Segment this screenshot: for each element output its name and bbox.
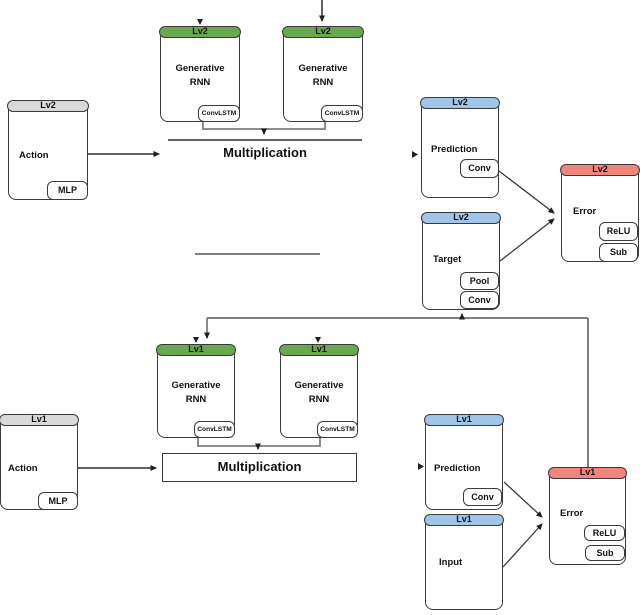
level-badge: Lv1 xyxy=(548,467,627,480)
op-chip-conv: Conv xyxy=(460,159,499,178)
op-chip-convlstm: ConvLSTM xyxy=(194,421,235,438)
op-chip-sub: Sub xyxy=(599,243,638,262)
level-badge: Lv2 xyxy=(421,212,501,225)
level-badge: Lv1 xyxy=(156,344,236,357)
tick-into-rnn-lv1-right xyxy=(315,337,321,343)
level-badge: Lv1 xyxy=(279,344,359,357)
node-title: Input xyxy=(439,557,463,568)
bracket-rnn-lv1 xyxy=(197,438,321,447)
arrow-input-to-error-lv1 xyxy=(502,523,543,568)
tick-into-prediction-lv2 xyxy=(412,151,418,158)
node-error-lv2: Lv2 Error ReLU Sub xyxy=(560,164,640,262)
level-badge: Lv1 xyxy=(424,414,504,427)
level-badge: Lv1 xyxy=(0,414,79,427)
level-badge: Lv2 xyxy=(159,26,241,39)
node-action-lv1: Lv1 Action MLP xyxy=(0,414,79,510)
tick-into-rnn-lv1-left xyxy=(193,337,199,343)
node-generative-rnn-lv2-right: Lv2 Generative RNN ConvLSTM xyxy=(282,26,364,122)
level-badge: Lv2 xyxy=(7,100,89,113)
node-generative-rnn-lv1-left: Lv1 Generative RNN ConvLSTM xyxy=(156,344,236,438)
node-title: Generative RNN xyxy=(171,380,221,405)
node-title: Error xyxy=(560,508,584,519)
op-chip-convlstm: ConvLSTM xyxy=(317,421,358,438)
op-chip-pool: Pool xyxy=(460,272,499,290)
op-chip-relu: ReLU xyxy=(584,525,625,541)
op-chip-mlp: MLP xyxy=(47,181,88,200)
level-badge: Lv2 xyxy=(282,26,364,39)
bracket-rnn-lv2 xyxy=(202,122,326,130)
op-chip-conv: Conv xyxy=(463,488,502,506)
op-chip-sub: Sub xyxy=(585,545,625,561)
node-input-lv1: Lv1 Input xyxy=(424,514,504,610)
node-generative-rnn-lv1-right: Lv1 Generative RNN ConvLSTM xyxy=(279,344,359,438)
node-error-lv1: Lv1 Error ReLU Sub xyxy=(548,467,627,565)
arrow-conv-to-error-lv2 xyxy=(498,170,555,214)
node-prediction-lv1: Lv1 Prediction Conv xyxy=(424,414,504,510)
multiplication-label-lv2: Multiplication xyxy=(223,145,307,160)
arrow-conv-to-error-lv1 xyxy=(503,481,543,518)
level-badge: Lv2 xyxy=(420,97,500,110)
node-title: Action xyxy=(19,150,49,161)
op-chip-convlstm: ConvLSTM xyxy=(321,105,363,122)
op-chip-convlstm: ConvLSTM xyxy=(198,105,240,122)
level-badge: Lv1 xyxy=(424,514,504,527)
node-title: Generative RNN xyxy=(298,63,348,88)
level-badge: Lv2 xyxy=(560,164,640,177)
node-title: Error xyxy=(573,206,597,217)
node-title: Generative RNN xyxy=(294,380,344,405)
node-action-lv2: Lv2 Action MLP xyxy=(7,100,89,200)
node-title: Action xyxy=(8,463,38,474)
multiplication-box-lv1: Multiplication xyxy=(162,453,357,482)
arrow-target-to-error-lv2 xyxy=(499,218,555,262)
tick-into-rnn-lv2-left xyxy=(197,19,203,25)
node-title: Prediction xyxy=(434,463,481,474)
node-generative-rnn-lv2-left: Lv2 Generative RNN ConvLSTM xyxy=(159,26,241,122)
node-prediction-lv2: Lv2 Prediction Conv xyxy=(420,97,500,198)
node-title: Target xyxy=(433,254,462,265)
tick-into-prediction-lv1 xyxy=(418,463,424,470)
op-chip-mlp: MLP xyxy=(38,492,78,510)
node-target-lv2: Lv2 Target Pool Conv xyxy=(421,212,501,310)
op-chip-relu: ReLU xyxy=(599,222,638,241)
op-chip-conv: Conv xyxy=(460,291,499,309)
node-title: Prediction xyxy=(431,144,478,155)
node-title: Generative RNN xyxy=(175,63,225,88)
